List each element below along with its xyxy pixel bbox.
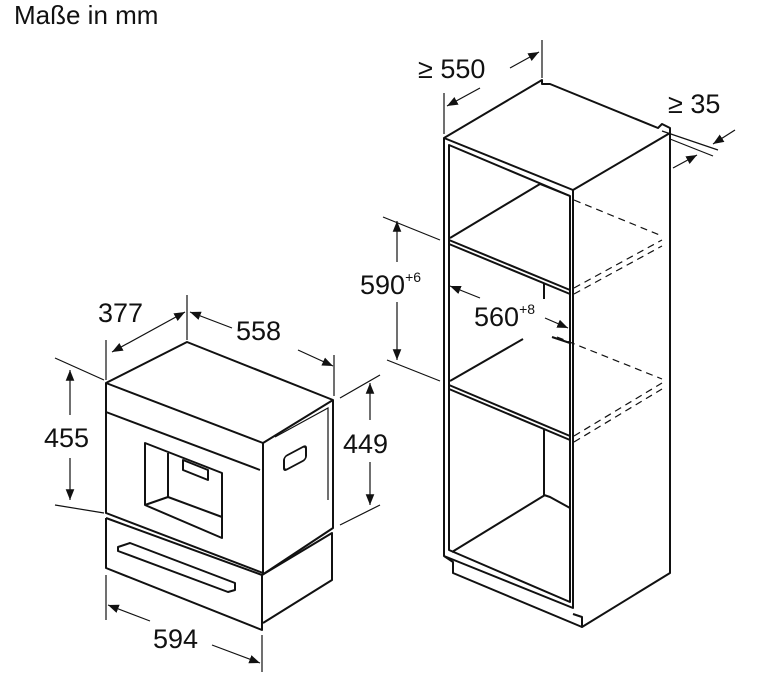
dim-appliance-height-side: 449: [343, 429, 388, 459]
dim-appliance-width: 594: [153, 624, 198, 654]
coffee-machine-drawing: [105, 341, 334, 631]
appliance-dimensions: 377 558 455 449 594: [44, 295, 388, 672]
dim-cabinet-depth: ≥ 550: [418, 54, 485, 84]
cabinet-dimensions: ≥ 550 ≥ 35 590+6 560+8: [360, 40, 736, 382]
dim-cabinet-gap: ≥ 35: [668, 89, 720, 119]
dim-niche-height: 590+6: [360, 269, 421, 300]
dim-niche-width: 560+8: [474, 301, 535, 332]
drawer-handle: [117, 542, 236, 593]
dim-appliance-depth: 377: [98, 298, 143, 328]
tall-cabinet-drawing: [443, 79, 671, 628]
dim-appliance-height-front: 455: [44, 423, 89, 453]
dim-appliance-558: 558: [236, 316, 281, 346]
side-handle: [283, 445, 307, 471]
diagram-title: Maße in mm: [14, 0, 159, 30]
